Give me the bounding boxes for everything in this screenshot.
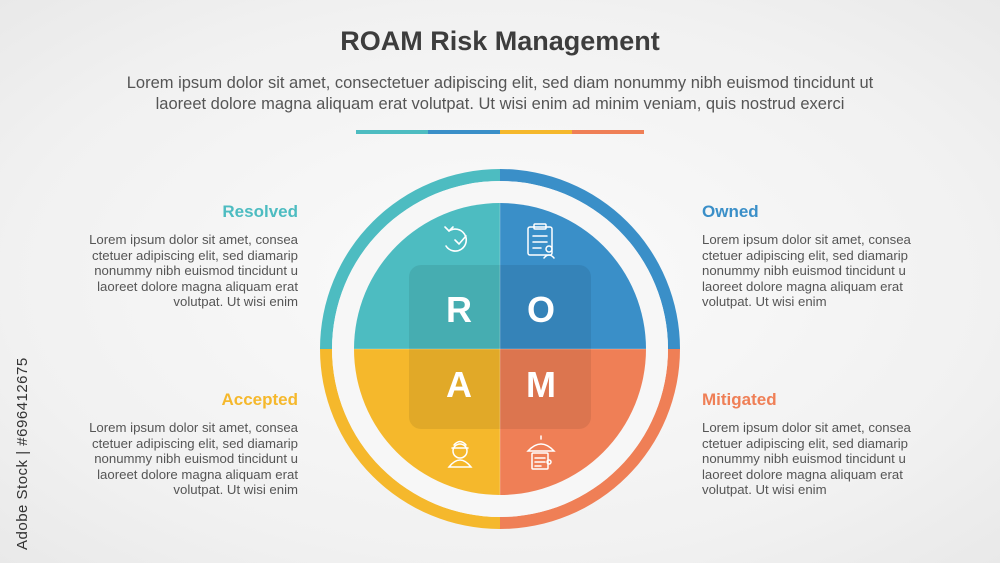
accepted-heading: Accepted xyxy=(221,390,298,409)
text-line: nonummy nibh euismod tincidunt u xyxy=(94,451,298,467)
text-line: ctetuer adipiscing elit, sed diamarip xyxy=(702,435,908,451)
resolved-description: Lorem ipsum dolor sit amet, consea ctetu… xyxy=(58,232,298,310)
text-line: volutpat. Ut wisi enim xyxy=(173,482,298,498)
divider-segment-teal xyxy=(356,130,428,134)
accepted-description: Lorem ipsum dolor sit amet, consea ctetu… xyxy=(58,420,298,498)
text-line: nonummy nibh euismod tincidunt u xyxy=(702,451,906,467)
quadrant-owned xyxy=(500,203,646,349)
outer-ring-resolved xyxy=(320,169,500,349)
title-divider xyxy=(356,130,644,134)
page-subtitle: Lorem ipsum dolor sit amet, consectetuer… xyxy=(60,73,940,115)
outer-ring-owned xyxy=(500,169,680,349)
text-line: ctetuer adipiscing elit, sed diamarip xyxy=(702,247,908,263)
text-line: Lorem ipsum dolor sit amet, consea xyxy=(702,420,911,435)
clipboard-person-icon xyxy=(527,223,555,259)
refresh-check-icon xyxy=(444,226,468,252)
text-line: laoreet dolore magna aliquam erat xyxy=(97,278,298,294)
divider-segment-blue xyxy=(428,130,500,134)
owned-heading: Owned xyxy=(702,202,759,221)
letter-a: A xyxy=(446,364,472,405)
text-line: laoreet dolore magna aliquam erat xyxy=(702,466,903,482)
letter-o: O xyxy=(527,289,555,330)
text-line: laoreet dolore magna aliquam erat xyxy=(97,466,298,482)
roam-circle-diagram: R O A M xyxy=(320,169,680,529)
outer-ring-accepted xyxy=(320,349,500,529)
quadrant-accepted xyxy=(354,349,500,495)
text-line: ctetuer adipiscing elit, sed diamarip xyxy=(92,435,298,451)
mitigated-heading: Mitigated xyxy=(702,390,777,409)
text-line: Lorem ipsum dolor sit amet, consea xyxy=(89,420,298,435)
text-line: volutpat. Ut wisi enim xyxy=(173,294,298,310)
subtitle-line: laoreet dolore magna aliquam erat volutp… xyxy=(155,95,845,113)
outer-ring-mitigated xyxy=(500,349,680,529)
letter-m: M xyxy=(526,364,556,405)
resolved-heading: Resolved xyxy=(222,202,298,221)
text-line: ctetuer adipiscing elit, sed diamarip xyxy=(92,247,298,263)
text-line: laoreet dolore magna aliquam erat xyxy=(702,278,903,294)
text-line: nonummy nibh euismod tincidunt u xyxy=(94,263,298,279)
text-line: Lorem ipsum dolor sit amet, consea xyxy=(89,232,298,247)
center-square xyxy=(409,265,591,429)
mitigated-description: Lorem ipsum dolor sit amet, consea ctetu… xyxy=(702,420,942,498)
divider-segment-orange xyxy=(572,130,644,134)
worker-person-icon xyxy=(447,440,473,468)
divider-segment-yellow xyxy=(500,130,572,134)
watermark-text: Adobe Stock | #696412675 xyxy=(14,357,31,550)
umbrella-document-icon xyxy=(526,435,556,470)
letter-r: R xyxy=(446,289,472,330)
owned-description: Lorem ipsum dolor sit amet, consea ctetu… xyxy=(702,232,942,310)
text-line: volutpat. Ut wisi enim xyxy=(702,294,827,310)
text-line: nonummy nibh euismod tincidunt u xyxy=(702,263,906,279)
text-line: Lorem ipsum dolor sit amet, consea xyxy=(702,232,911,247)
text-line: volutpat. Ut wisi enim xyxy=(702,482,827,498)
subtitle-line: Lorem ipsum dolor sit amet, consectetuer… xyxy=(126,74,874,92)
page-title: ROAM Risk Management xyxy=(340,26,660,56)
